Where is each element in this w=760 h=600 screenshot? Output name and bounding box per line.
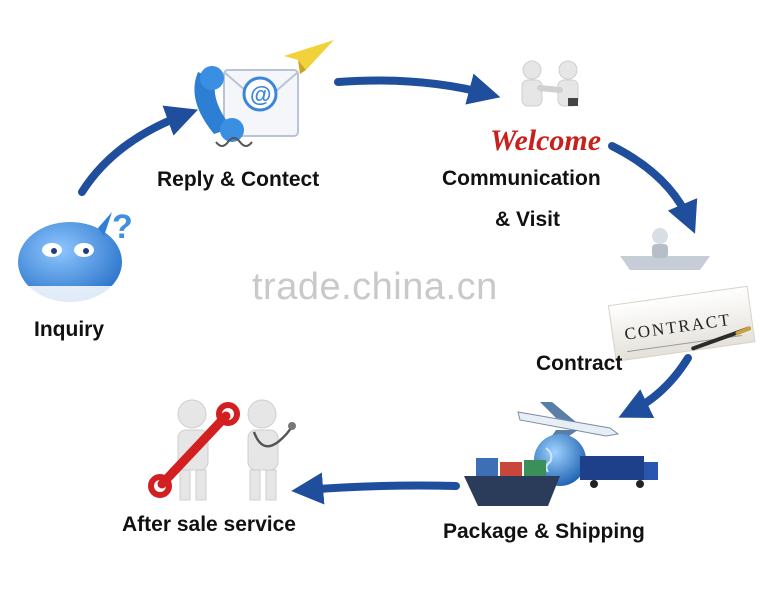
welcome-sign: Welcome	[490, 124, 601, 157]
watermark-text: trade.china.cn	[252, 266, 498, 308]
arrow-reply-to-communication	[334, 73, 501, 105]
arrow-shipping-to-aftersale	[291, 472, 460, 505]
arrow-inquiry-to-reply	[78, 105, 199, 196]
email-symbol: @	[250, 82, 271, 107]
cycle-arrows	[78, 73, 698, 505]
step-label-after-sale: After sale service	[122, 513, 296, 536]
meeting-icon	[610, 228, 730, 286]
shipping-icon	[464, 402, 658, 506]
phone-email-icon: @	[194, 40, 334, 147]
question-mark: ?	[112, 208, 133, 246]
arrow-contract-to-shipping	[618, 354, 692, 418]
step-label-reply: Reply & Contect	[157, 168, 320, 191]
handshake-icon: Welcome	[490, 60, 601, 157]
arrow-communication-to-contract	[608, 142, 698, 234]
step-label-communication: Communication	[442, 167, 601, 190]
service-people-icon	[148, 399, 296, 501]
step-label-contract: Contract	[536, 352, 623, 375]
contract-paper-icon: CONTRACT	[607, 285, 756, 362]
step-label-inquiry: Inquiry	[34, 318, 105, 341]
question-bubble-icon: ?	[14, 208, 133, 308]
step-label-shipping: Package & Shipping	[443, 520, 645, 543]
step-label-visit: & Visit	[495, 208, 560, 231]
